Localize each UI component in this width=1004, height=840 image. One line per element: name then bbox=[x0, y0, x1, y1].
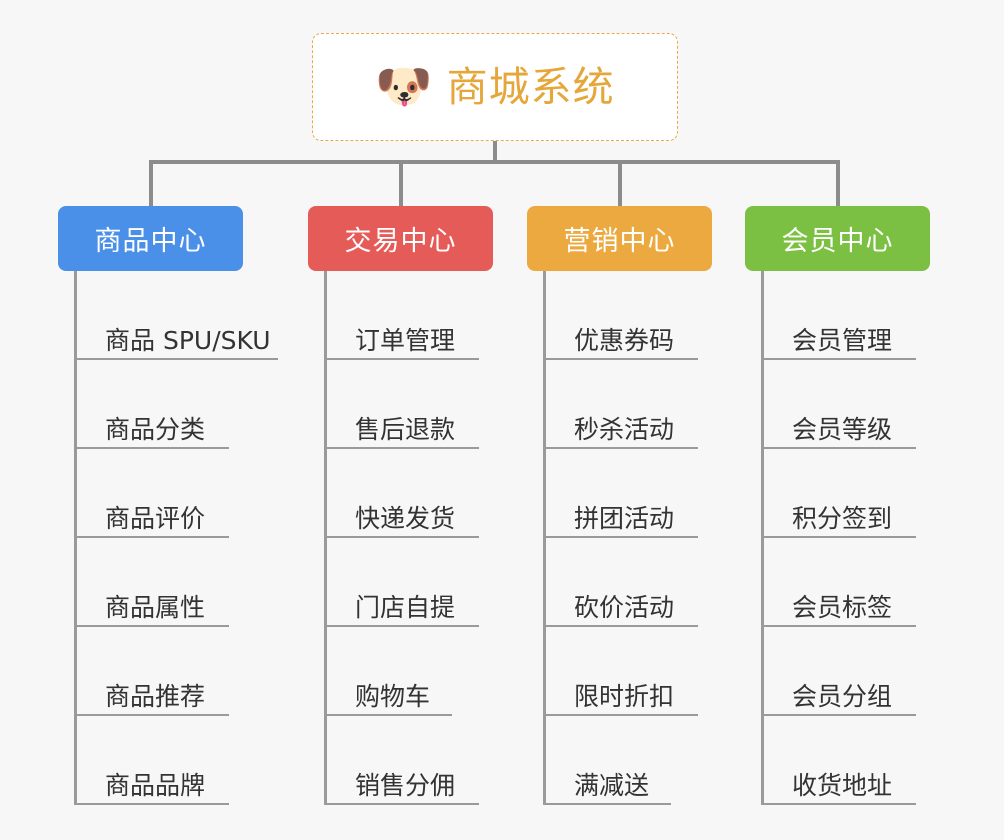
dog-face-icon: 🐶 bbox=[375, 59, 433, 113]
leaf-item-label: 限时折扣 bbox=[574, 681, 675, 711]
category-header-label: 交易中心 bbox=[344, 226, 457, 257]
leaf-item-label: 商品品牌 bbox=[105, 770, 206, 800]
root-node[interactable]: 🐶 商城系统 bbox=[312, 33, 678, 141]
leaf-item-label: 满减送 bbox=[574, 770, 650, 800]
leaf-item[interactable]: 会员标签 bbox=[761, 538, 916, 627]
leaf-item-label: 会员管理 bbox=[792, 325, 893, 355]
leaf-item[interactable]: 商品属性 bbox=[74, 538, 229, 627]
leaf-item-label: 积分签到 bbox=[792, 503, 893, 533]
leaf-item[interactable]: 购物车 bbox=[324, 627, 452, 716]
leaf-item[interactable]: 商品分类 bbox=[74, 360, 229, 449]
category-header-label: 会员中心 bbox=[781, 226, 894, 257]
category-header-label: 营销中心 bbox=[563, 226, 676, 257]
leaf-item-label: 收货地址 bbox=[792, 770, 893, 800]
leaf-trunk-trade-center bbox=[324, 271, 327, 805]
category-header-marketing-center[interactable]: 营销中心 bbox=[527, 206, 712, 271]
leaf-item-label: 商品推荐 bbox=[105, 681, 206, 711]
leaf-item-label: 会员分组 bbox=[792, 681, 893, 711]
root-title: 商城系统 bbox=[446, 62, 615, 111]
leaf-trunk-marketing-center bbox=[543, 271, 546, 805]
leaf-item-label: 购物车 bbox=[355, 681, 431, 711]
leaf-item-label: 订单管理 bbox=[355, 325, 456, 355]
leaf-item-label: 销售分佣 bbox=[355, 770, 456, 800]
leaf-trunk-product-center bbox=[74, 271, 77, 805]
leaf-item[interactable]: 商品评价 bbox=[74, 449, 229, 538]
leaf-item[interactable]: 砍价活动 bbox=[543, 538, 698, 627]
leaf-trunk-member-center bbox=[761, 271, 764, 805]
leaf-item-label: 会员标签 bbox=[792, 592, 893, 622]
leaf-item-label: 拼团活动 bbox=[574, 503, 675, 533]
leaf-item-label: 秒杀活动 bbox=[574, 414, 675, 444]
category-header-member-center[interactable]: 会员中心 bbox=[745, 206, 930, 271]
connector-drop-member-center bbox=[835, 160, 840, 207]
leaf-item[interactable]: 限时折扣 bbox=[543, 627, 698, 716]
leaf-item[interactable]: 会员等级 bbox=[761, 360, 916, 449]
leaf-item[interactable]: 商品品牌 bbox=[74, 716, 229, 805]
category-header-product-center[interactable]: 商品中心 bbox=[58, 206, 243, 271]
leaf-item[interactable]: 拼团活动 bbox=[543, 449, 698, 538]
leaf-item-label: 商品 SPU/SKU bbox=[105, 325, 271, 355]
connector-horizontal-bus bbox=[150, 160, 840, 164]
leaf-item[interactable]: 会员管理 bbox=[761, 271, 916, 360]
connector-drop-product-center bbox=[148, 160, 153, 207]
leaf-item[interactable]: 售后退款 bbox=[324, 360, 479, 449]
leaf-item-label: 优惠券码 bbox=[574, 325, 675, 355]
leaf-item-label: 会员等级 bbox=[792, 414, 893, 444]
category-header-trade-center[interactable]: 交易中心 bbox=[308, 206, 493, 271]
leaf-item[interactable]: 收货地址 bbox=[761, 716, 916, 805]
leaf-item-label: 砍价活动 bbox=[574, 592, 675, 622]
connector-drop-trade-center bbox=[398, 160, 403, 207]
leaf-item[interactable]: 满减送 bbox=[543, 716, 671, 805]
leaf-item-label: 售后退款 bbox=[355, 414, 456, 444]
leaf-item[interactable]: 商品 SPU/SKU bbox=[74, 271, 278, 360]
leaf-item[interactable]: 会员分组 bbox=[761, 627, 916, 716]
category-header-label: 商品中心 bbox=[94, 226, 207, 257]
leaf-item[interactable]: 积分签到 bbox=[761, 449, 916, 538]
leaf-item-label: 商品属性 bbox=[105, 592, 206, 622]
leaf-item[interactable]: 门店自提 bbox=[324, 538, 479, 627]
leaf-item-label: 门店自提 bbox=[355, 592, 456, 622]
leaf-item[interactable]: 优惠券码 bbox=[543, 271, 698, 360]
connector-root-stem bbox=[493, 141, 497, 163]
leaf-item-label: 商品分类 bbox=[105, 414, 206, 444]
connector-drop-marketing-center bbox=[617, 160, 622, 207]
leaf-item-label: 快递发货 bbox=[355, 503, 456, 533]
leaf-item-label: 商品评价 bbox=[105, 503, 206, 533]
leaf-item[interactable]: 快递发货 bbox=[324, 449, 479, 538]
leaf-item[interactable]: 秒杀活动 bbox=[543, 360, 698, 449]
leaf-item[interactable]: 销售分佣 bbox=[324, 716, 479, 805]
leaf-item[interactable]: 订单管理 bbox=[324, 271, 479, 360]
leaf-item[interactable]: 商品推荐 bbox=[74, 627, 229, 716]
